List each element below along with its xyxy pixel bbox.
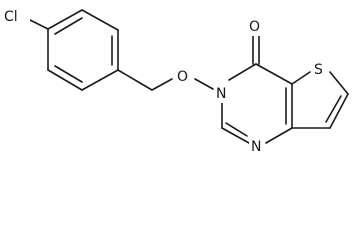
carbonyl-oxygen-label: O	[249, 19, 260, 35]
bond-benzene-1	[47, 9, 83, 30]
bond-n1-c2	[221, 127, 250, 144]
bond-c4-c4a	[255, 63, 293, 85]
bonds	[29, 9, 349, 144]
bond-s-c6	[329, 71, 349, 95]
chemical-structure: Cl O N N O S	[2, 6, 349, 156]
bond-cl-c4	[29, 19, 49, 30]
bond-c7a-n1	[265, 127, 293, 144]
bond-ch2-o	[151, 78, 173, 91]
bond-c6-c7	[329, 93, 349, 129]
bond-benzene-5	[47, 69, 83, 91]
ether-oxygen-label: O	[177, 69, 188, 85]
bond-c6-c7-inner	[325, 95, 342, 123]
bond-benzene-inner-c	[54, 65, 83, 83]
bond-o-n3	[194, 78, 214, 90]
ring-nitrogen-1-label: N	[251, 139, 261, 155]
thiophene-sulfur-label: S	[314, 62, 323, 78]
bond-c4a-s	[291, 71, 311, 85]
bond-c1-ch2	[117, 69, 153, 91]
bond-benzene-2	[81, 9, 119, 31]
atom-labels: Cl O N N O S	[2, 6, 328, 156]
chlorine-label: Cl	[4, 9, 18, 25]
bond-n3-c4	[228, 63, 257, 81]
bond-benzene-4	[81, 69, 119, 91]
bond-benzene-inner-a	[54, 17, 83, 35]
ring-nitrogen-3-label: N	[216, 86, 226, 102]
bond-n1-c2-inner	[225, 122, 248, 137]
